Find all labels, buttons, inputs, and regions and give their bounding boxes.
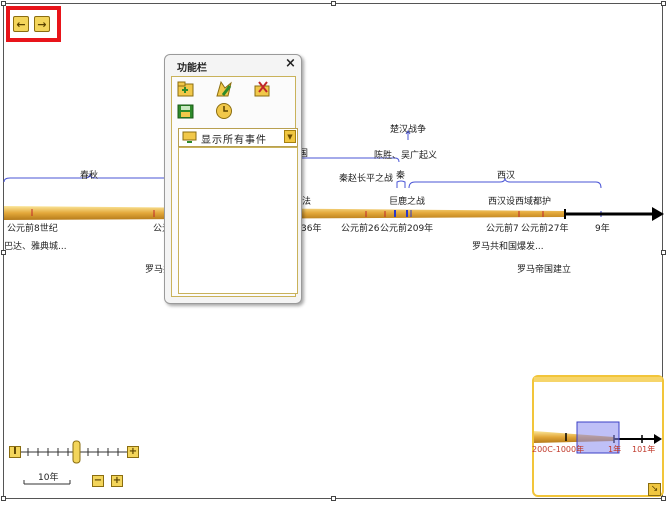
minimap-viewport [576, 421, 620, 454]
event-filter-select[interactable]: 显示所有事件 ▼ [178, 128, 298, 147]
time-tick-label: 公元前8世纪 [7, 224, 58, 234]
add-event-icon[interactable] [176, 80, 196, 98]
event-label[interactable]: 罗马共 [145, 265, 173, 275]
zoom-min-button[interactable]: I [9, 446, 21, 458]
era-label[interactable]: 春秋 [80, 171, 99, 181]
monitor-icon [182, 131, 197, 143]
resize-handle[interactable] [331, 496, 336, 501]
panel-title: 功能栏 [177, 63, 207, 74]
event-label[interactable]: 罗马共和国爆发... [472, 242, 544, 252]
arrow-left-icon: ← [16, 17, 26, 31]
delete-icon[interactable] [252, 80, 272, 98]
forward-button[interactable]: → [34, 16, 50, 32]
filter-value: 显示所有事件 [201, 135, 267, 146]
resize-handle[interactable] [1, 496, 6, 501]
era-bracket-chunqiu [3, 173, 168, 183]
resize-handle[interactable] [661, 250, 666, 255]
era-bracket-zhanguo [296, 157, 400, 163]
minimap-label: 101年 [632, 445, 656, 454]
time-tick-label: 公元 [153, 224, 172, 234]
function-panel: 功能栏 × 显示所有事件 [164, 54, 302, 304]
chevron-down-icon[interactable]: ▼ [284, 130, 296, 143]
save-icon[interactable] [176, 102, 196, 120]
zoom-thumb [72, 440, 81, 464]
clock-icon[interactable] [214, 102, 234, 120]
time-tick-label: 公元前209年 [380, 224, 434, 234]
dropdown-list[interactable] [178, 147, 298, 294]
edit-icon[interactable] [214, 80, 234, 98]
resize-handle[interactable] [1, 1, 6, 6]
time-tick-label: 公元前7 [486, 224, 519, 234]
time-tick-label: 朝36年 [292, 224, 322, 234]
zoom-slider[interactable] [8, 438, 143, 490]
event-label[interactable]: 变法 [293, 197, 312, 207]
resize-handle[interactable] [331, 1, 336, 6]
era-bracket-xihan [408, 177, 602, 189]
event-label[interactable]: 巨鹿之战 [389, 197, 426, 207]
minimap-label: 1年 [608, 445, 622, 454]
era-bracket-qin [396, 180, 406, 188]
collapse-arrow-icon[interactable]: ↘ [648, 483, 661, 496]
zoom-in-button[interactable]: + [127, 446, 139, 458]
close-button[interactable]: × [285, 56, 296, 71]
back-button[interactable]: ← [13, 16, 29, 32]
event-label[interactable]: 巴达、雅典城... [4, 242, 67, 252]
event-label[interactable]: 秦赵长平之战 [339, 174, 394, 184]
era-label[interactable]: 秦 [396, 171, 406, 181]
arrow-right-icon: → [37, 17, 47, 31]
era-label[interactable]: 西汉 [497, 171, 516, 181]
resize-handle[interactable] [1, 250, 6, 255]
minimap[interactable]: 200C-1000年 1年 101年 ↘ [532, 375, 664, 497]
time-tick-label: 9年 [595, 224, 610, 234]
resize-handle[interactable] [661, 1, 666, 6]
scale-label: 10年 [38, 473, 59, 483]
event-label[interactable]: 陈胜、吴广起义 [374, 151, 438, 161]
event-label[interactable]: 楚汉战争 [390, 125, 427, 135]
resize-handle[interactable] [661, 496, 666, 501]
zoom-in-button[interactable]: + [111, 475, 123, 487]
minimap-label: 200C-1000年 [532, 445, 585, 454]
time-tick-label: 公元前26 [341, 224, 380, 234]
event-label[interactable]: 罗马帝国建立 [517, 265, 572, 275]
event-label[interactable]: 西汉设西域都护 [488, 197, 552, 207]
nav-highlight-box: ← → [6, 6, 61, 42]
zoom-out-button[interactable]: − [92, 475, 104, 487]
panel-body: 显示所有事件 ▼ [171, 76, 298, 297]
time-tick-label: 公元前27年 [521, 224, 569, 234]
minimap-graphic [534, 377, 662, 454]
